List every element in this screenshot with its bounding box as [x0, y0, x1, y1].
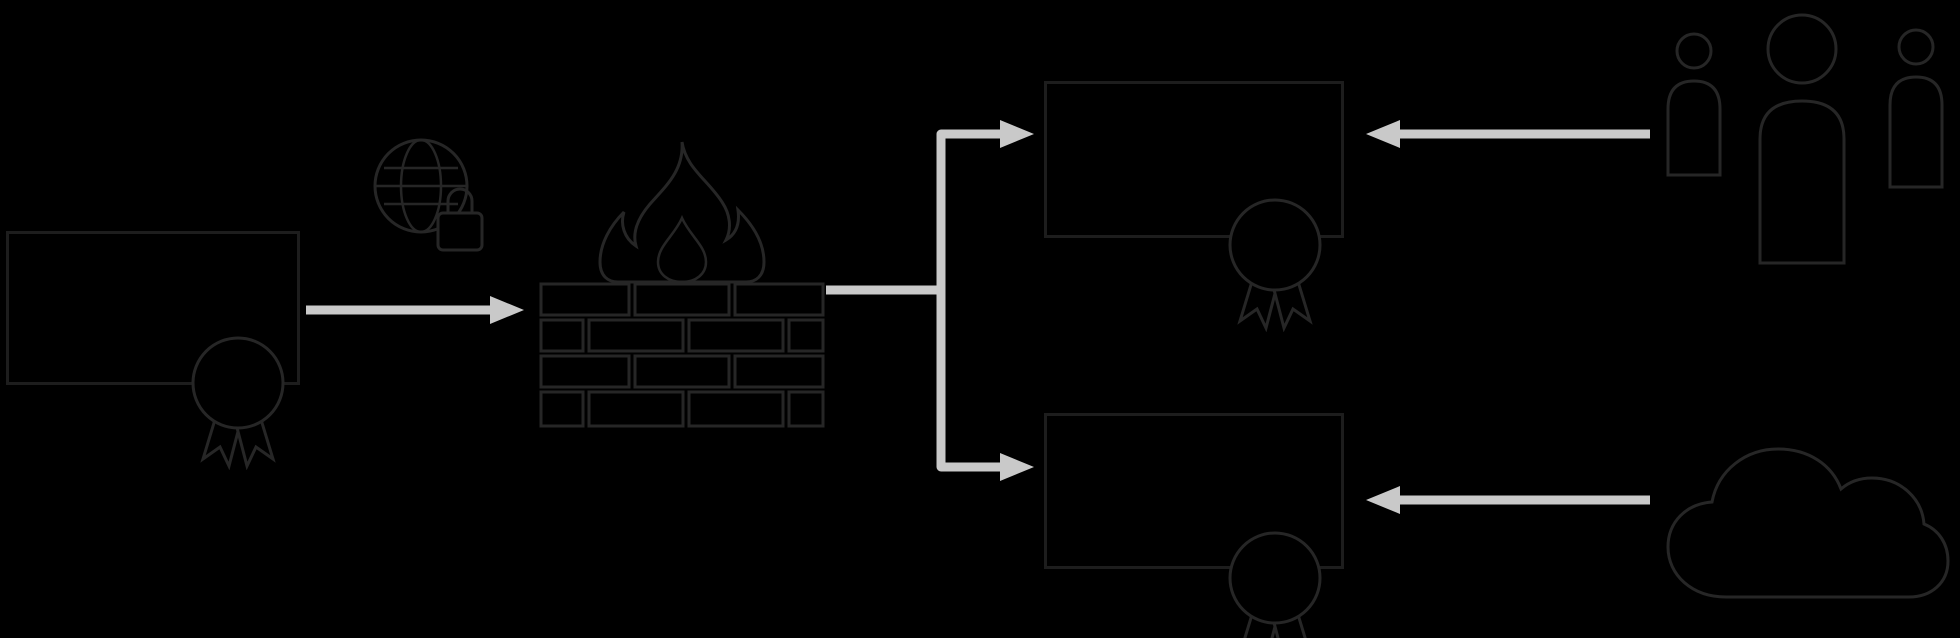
certificate-icon	[191, 336, 285, 470]
globe-lock-icon	[373, 138, 484, 252]
lock-body	[436, 211, 484, 252]
brick-wall	[539, 282, 825, 428]
firewall-icon	[539, 141, 825, 428]
arrow-firewall-to-topbox	[936, 120, 1034, 292]
certificate-icon	[1228, 198, 1322, 332]
cloud-icon	[1666, 447, 1950, 599]
medal-circle	[191, 336, 285, 430]
inner-flame	[656, 214, 708, 284]
lock-shackle	[446, 187, 474, 215]
medal-circle	[1228, 531, 1322, 625]
certificate-icon	[1228, 531, 1322, 638]
users-icon	[1666, 13, 1944, 265]
medal-circle	[1228, 198, 1322, 292]
user-right	[1888, 28, 1944, 189]
arrow-firewall-to-bottombox	[936, 288, 1034, 481]
user-center	[1758, 13, 1846, 265]
flame-icon	[598, 141, 766, 284]
user-left	[1666, 32, 1722, 177]
